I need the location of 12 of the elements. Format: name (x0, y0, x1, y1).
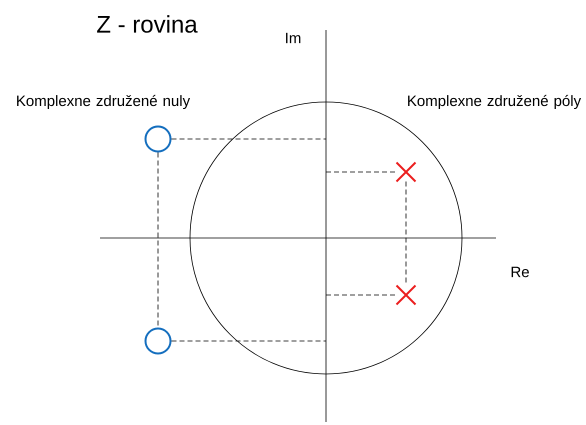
axis-label: Re (512, 266, 529, 278)
zero-marker (144, 327, 172, 354)
projection-line (171, 340, 326, 342)
annotation: Komplexne združené póly (408, 94, 582, 110)
annotation: Komplexne združené nuly (17, 94, 190, 110)
projection-line (326, 294, 397, 296)
projection-line (171, 138, 326, 140)
title: Z - rovina (97, 15, 198, 33)
axis-label: Im (286, 32, 300, 44)
pole-marker (396, 162, 416, 182)
zero-marker (144, 126, 172, 152)
pole-marker (396, 284, 416, 306)
